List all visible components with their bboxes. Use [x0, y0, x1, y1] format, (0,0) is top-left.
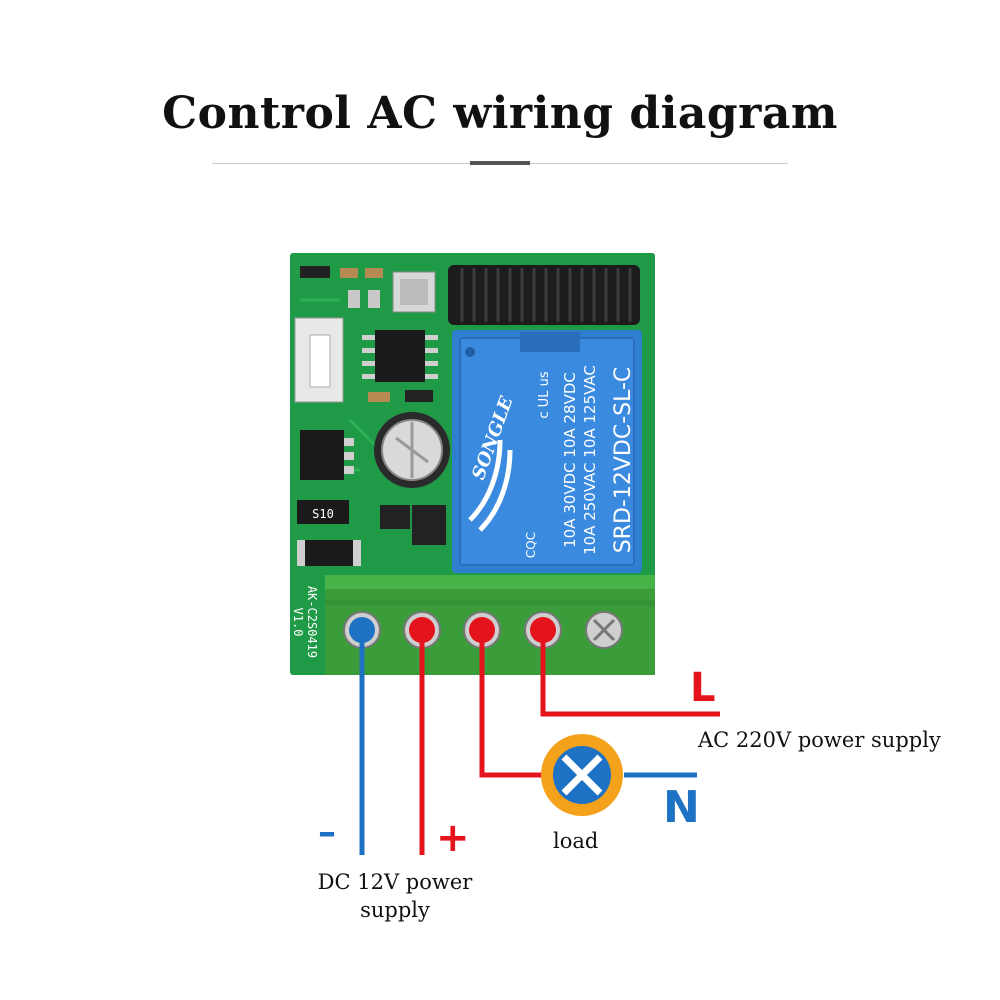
neutral-label: N [663, 782, 700, 833]
dc-plus-label: + [436, 815, 470, 861]
wires [359, 630, 720, 855]
relay-rating-2: 10A 30VDC 10A 28VDC [561, 372, 579, 548]
page-title: Control AC wiring diagram [162, 88, 838, 139]
lamp-icon [541, 734, 623, 816]
diode: S10 [297, 500, 349, 524]
dc-minus-label: – [318, 812, 336, 853]
title-divider-accent [470, 161, 530, 165]
pcb-version: V1.0 [291, 608, 305, 637]
antenna-coil [448, 265, 640, 325]
ic-chip [362, 330, 438, 382]
pcb-label: AK-C2S0419 [305, 586, 319, 658]
load-label: load [553, 829, 599, 853]
electrolytic-capacitor [374, 412, 450, 488]
dc-supply-line-1: DC 12V power [317, 870, 473, 894]
diode-label: S10 [312, 507, 334, 521]
relay-rating-1: 10A 250VAC 10A 125VAC [581, 365, 599, 555]
crystal-oscillator [392, 271, 436, 313]
relay: SRD-12VDC-SL-C 10A 250VAC 10A 125VAC 10A… [452, 330, 642, 573]
wire-L [540, 630, 720, 717]
wire-to-load [479, 630, 542, 778]
push-button [294, 317, 344, 403]
smd-components [300, 266, 446, 545]
ac-supply-label: AC 220V power supply [698, 728, 941, 752]
rectifier-diode [297, 540, 361, 566]
dc-supply-label: DC 12V power supply [300, 868, 490, 924]
voltage-regulator [300, 430, 354, 480]
dc-supply-line-2: supply [360, 898, 430, 922]
terminal-dots [349, 617, 556, 643]
live-label: L [690, 665, 716, 711]
relay-cert-ul: c UL us [537, 371, 552, 418]
relay-cert-cqc: CQC [524, 532, 538, 558]
relay-model: SRD-12VDC-SL-C [611, 367, 636, 554]
